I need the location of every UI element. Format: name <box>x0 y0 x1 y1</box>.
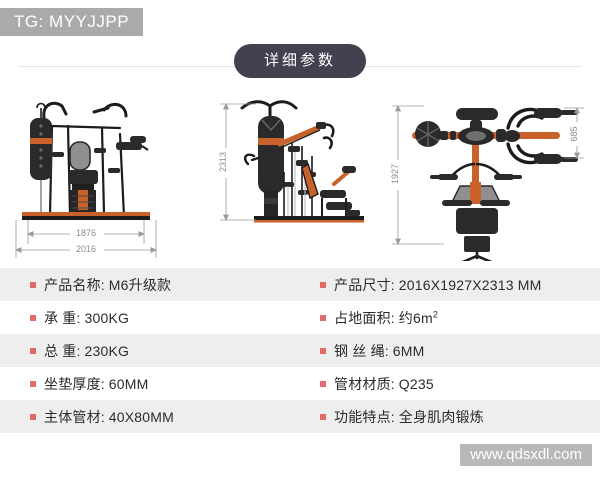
spec-item-seat-thickness: 坐垫厚度: 60MM <box>0 374 300 394</box>
watermark: www.qdsxdl.com <box>460 444 592 466</box>
spec-value: Q235 <box>398 375 434 392</box>
spec-item-features: 功能特点: 全身肌肉锻炼 <box>300 407 600 427</box>
diagram-side-view: 2313 <box>196 86 376 261</box>
bullet-icon <box>30 380 36 387</box>
bullet-icon <box>30 314 36 321</box>
spec-item-product-name: 产品名称: M6升级款 <box>0 275 300 295</box>
table-row: 产品名称: M6升级款 产品尺寸: 2016X1927X2313 MM <box>0 268 600 301</box>
spec-item-product-size: 产品尺寸: 2016X1927X2313 MM <box>300 275 600 295</box>
spec-value: 全身肌肉锻炼 <box>398 408 484 425</box>
spec-label: 坐垫厚度: <box>44 375 105 392</box>
diagram-gallery: 1876 2016 <box>0 86 600 261</box>
bullet-icon <box>30 413 36 420</box>
page-title-badge: 详细参数 <box>233 44 367 78</box>
dim-front-outer: 2016 <box>76 244 96 254</box>
spec-item-load-capacity: 承 重: 300KG <box>0 308 300 328</box>
diagram-front-view: 1876 2016 <box>8 86 188 261</box>
diagram-top-view: 1927 685 <box>384 86 592 261</box>
spec-label: 占地面积: <box>334 309 395 326</box>
bullet-icon <box>30 347 36 354</box>
spec-value: 300KG <box>84 309 130 326</box>
spec-label: 承 重: <box>44 309 81 326</box>
table-row: 承 重: 300KG 占地面积: 约6m2 <box>0 301 600 334</box>
spec-value: 60MM <box>108 375 149 392</box>
spec-value: 约6m2 <box>398 308 439 326</box>
spec-value: 6MM <box>392 342 425 359</box>
bullet-icon <box>320 281 326 288</box>
title-section: 详细参数 <box>0 44 600 88</box>
table-row: 总 重: 230KG 钢 丝 绳: 6MM <box>0 334 600 367</box>
tg-tag: TG: MYYJJPP <box>0 8 144 36</box>
table-row: 坐垫厚度: 60MM 管材材质: Q235 <box>0 367 600 400</box>
bullet-icon <box>320 347 326 354</box>
spec-item-floor-area: 占地面积: 约6m2 <box>300 308 600 328</box>
spec-value: 230KG <box>84 342 130 359</box>
spec-label: 管材材质: <box>334 375 395 392</box>
bullet-icon <box>320 413 326 420</box>
spec-item-steel-cable: 钢 丝 绳: 6MM <box>300 341 600 361</box>
bullet-icon <box>320 380 326 387</box>
spec-label: 产品尺寸: <box>334 276 395 293</box>
table-row: 主体管材: 40X80MM 功能特点: 全身肌肉锻炼 <box>0 400 600 433</box>
dim-front-inner: 1876 <box>76 228 96 238</box>
spec-label: 功能特点: <box>334 408 395 425</box>
bullet-icon <box>30 281 36 288</box>
spec-value: 2016X1927X2313 MM <box>398 276 542 293</box>
dim-top-length: 1927 <box>390 164 400 184</box>
spec-item-main-tube: 主体管材: 40X80MM <box>0 407 300 427</box>
spec-list: 产品名称: M6升级款 产品尺寸: 2016X1927X2313 MM 承 重:… <box>0 268 600 433</box>
spec-item-total-weight: 总 重: 230KG <box>0 341 300 361</box>
spec-label: 总 重: <box>44 342 81 359</box>
bullet-icon <box>320 314 326 321</box>
spec-label: 主体管材: <box>44 408 105 425</box>
dim-side-height: 2313 <box>218 152 228 172</box>
spec-item-tube-material: 管材材质: Q235 <box>300 374 600 394</box>
spec-label: 钢 丝 绳: <box>334 342 389 359</box>
dim-top-width: 685 <box>569 126 579 141</box>
spec-label: 产品名称: <box>44 276 105 293</box>
spec-value: M6升级款 <box>108 276 172 293</box>
spec-value: 40X80MM <box>108 408 174 425</box>
